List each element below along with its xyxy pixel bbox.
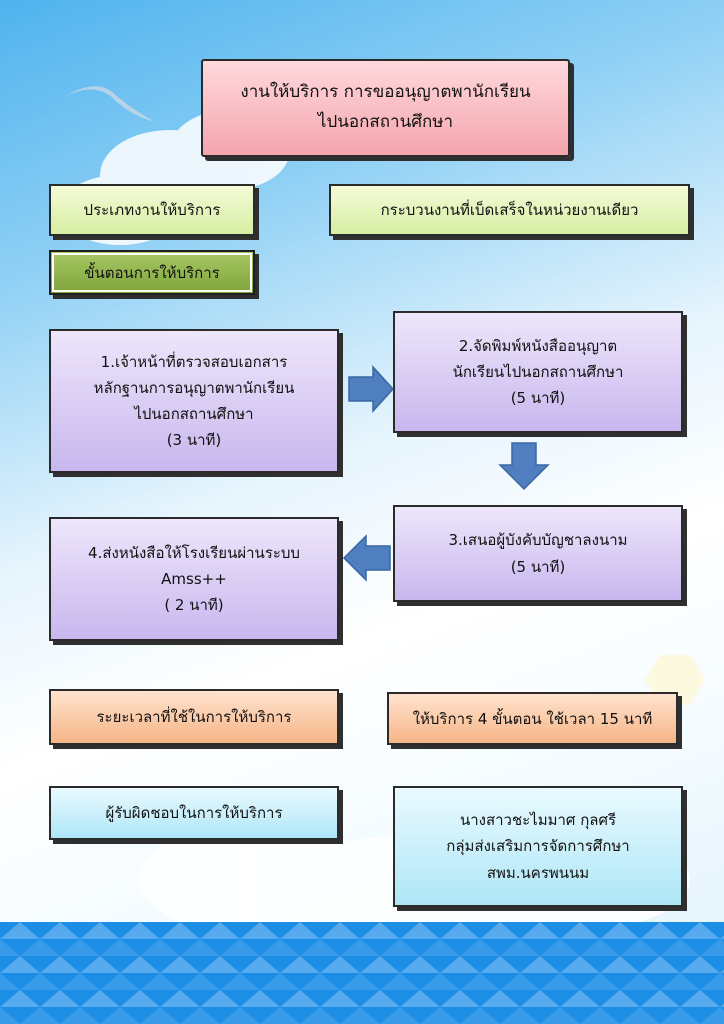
steps-label-box: ขั้นตอนการให้บริการ [49, 250, 255, 295]
step-2-box: 2.จัดพิมพ์หนังสืออนุญาต นักเรียนไปนอกสถา… [393, 311, 683, 433]
responsible-label-box: ผู้รับผิดชอบในการให้บริการ [49, 786, 339, 840]
arrow-down-icon [498, 442, 550, 491]
step-3-box: 3.เสนอผู้บังคับบัญชาลงนาม (5 นาที) [393, 505, 683, 602]
service-type-value-box: กระบวนงานที่เบ็ดเสร็จในหน่วยงานเดียว [329, 184, 690, 236]
title-box: งานให้บริการ การขออนุญาตพานักเรียน ไปนอก… [201, 59, 570, 157]
bird-shape [62, 86, 155, 122]
step-4-box: 4.ส่งหนังสือให้โรงเรียนผ่านระบบ Amss++ (… [49, 517, 339, 641]
arrow-right-icon [348, 365, 395, 413]
step-1-box: 1.เจ้าหน้าที่ตรวจสอบเอกสาร หลักฐานการอนุ… [49, 329, 339, 473]
responsible-value-box: นางสาวชะไมมาศ กุลศรี กลุ่มส่งเสริมการจัด… [393, 786, 683, 907]
duration-value-box: ให้บริการ 4 ขั้นตอน ใช้เวลา 15 นาที [387, 692, 678, 745]
duration-value: ให้บริการ 4 ขั้นตอน ใช้เวลา 15 นาที [412, 709, 653, 728]
responsible-label: ผู้รับผิดชอบในการให้บริการ [105, 804, 283, 822]
duration-label: ระยะเวลาที่ใช้ในการให้บริการ [96, 708, 292, 726]
duration-label-box: ระยะเวลาที่ใช้ในการให้บริการ [49, 689, 339, 745]
step-1-text: 1.เจ้าหน้าที่ตรวจสอบเอกสาร หลักฐานการอนุ… [93, 352, 295, 450]
step-2-text: 2.จัดพิมพ์หนังสืออนุญาต นักเรียนไปนอกสถา… [452, 336, 624, 408]
steps-label: ขั้นตอนการให้บริการ [84, 263, 220, 282]
page-title: งานให้บริการ การขออนุญาตพานักเรียน ไปนอก… [240, 82, 531, 132]
service-type-label: ประเภทงานให้บริการ [83, 201, 221, 219]
arrow-left-icon [342, 534, 391, 582]
sea-pattern [0, 922, 724, 1024]
service-type-label-box: ประเภทงานให้บริการ [49, 184, 255, 236]
wave-pattern [0, 922, 724, 1024]
step-3-text: 3.เสนอผู้บังคับบัญชาลงนาม (5 นาที) [448, 531, 628, 576]
step-4-text: 4.ส่งหนังสือให้โรงเรียนผ่านระบบ Amss++ (… [88, 543, 300, 615]
responsible-value: นางสาวชะไมมาศ กุลศรี กลุ่มส่งเสริมการจัด… [446, 811, 630, 882]
service-type-value: กระบวนงานที่เบ็ดเสร็จในหน่วยงานเดียว [380, 201, 639, 219]
